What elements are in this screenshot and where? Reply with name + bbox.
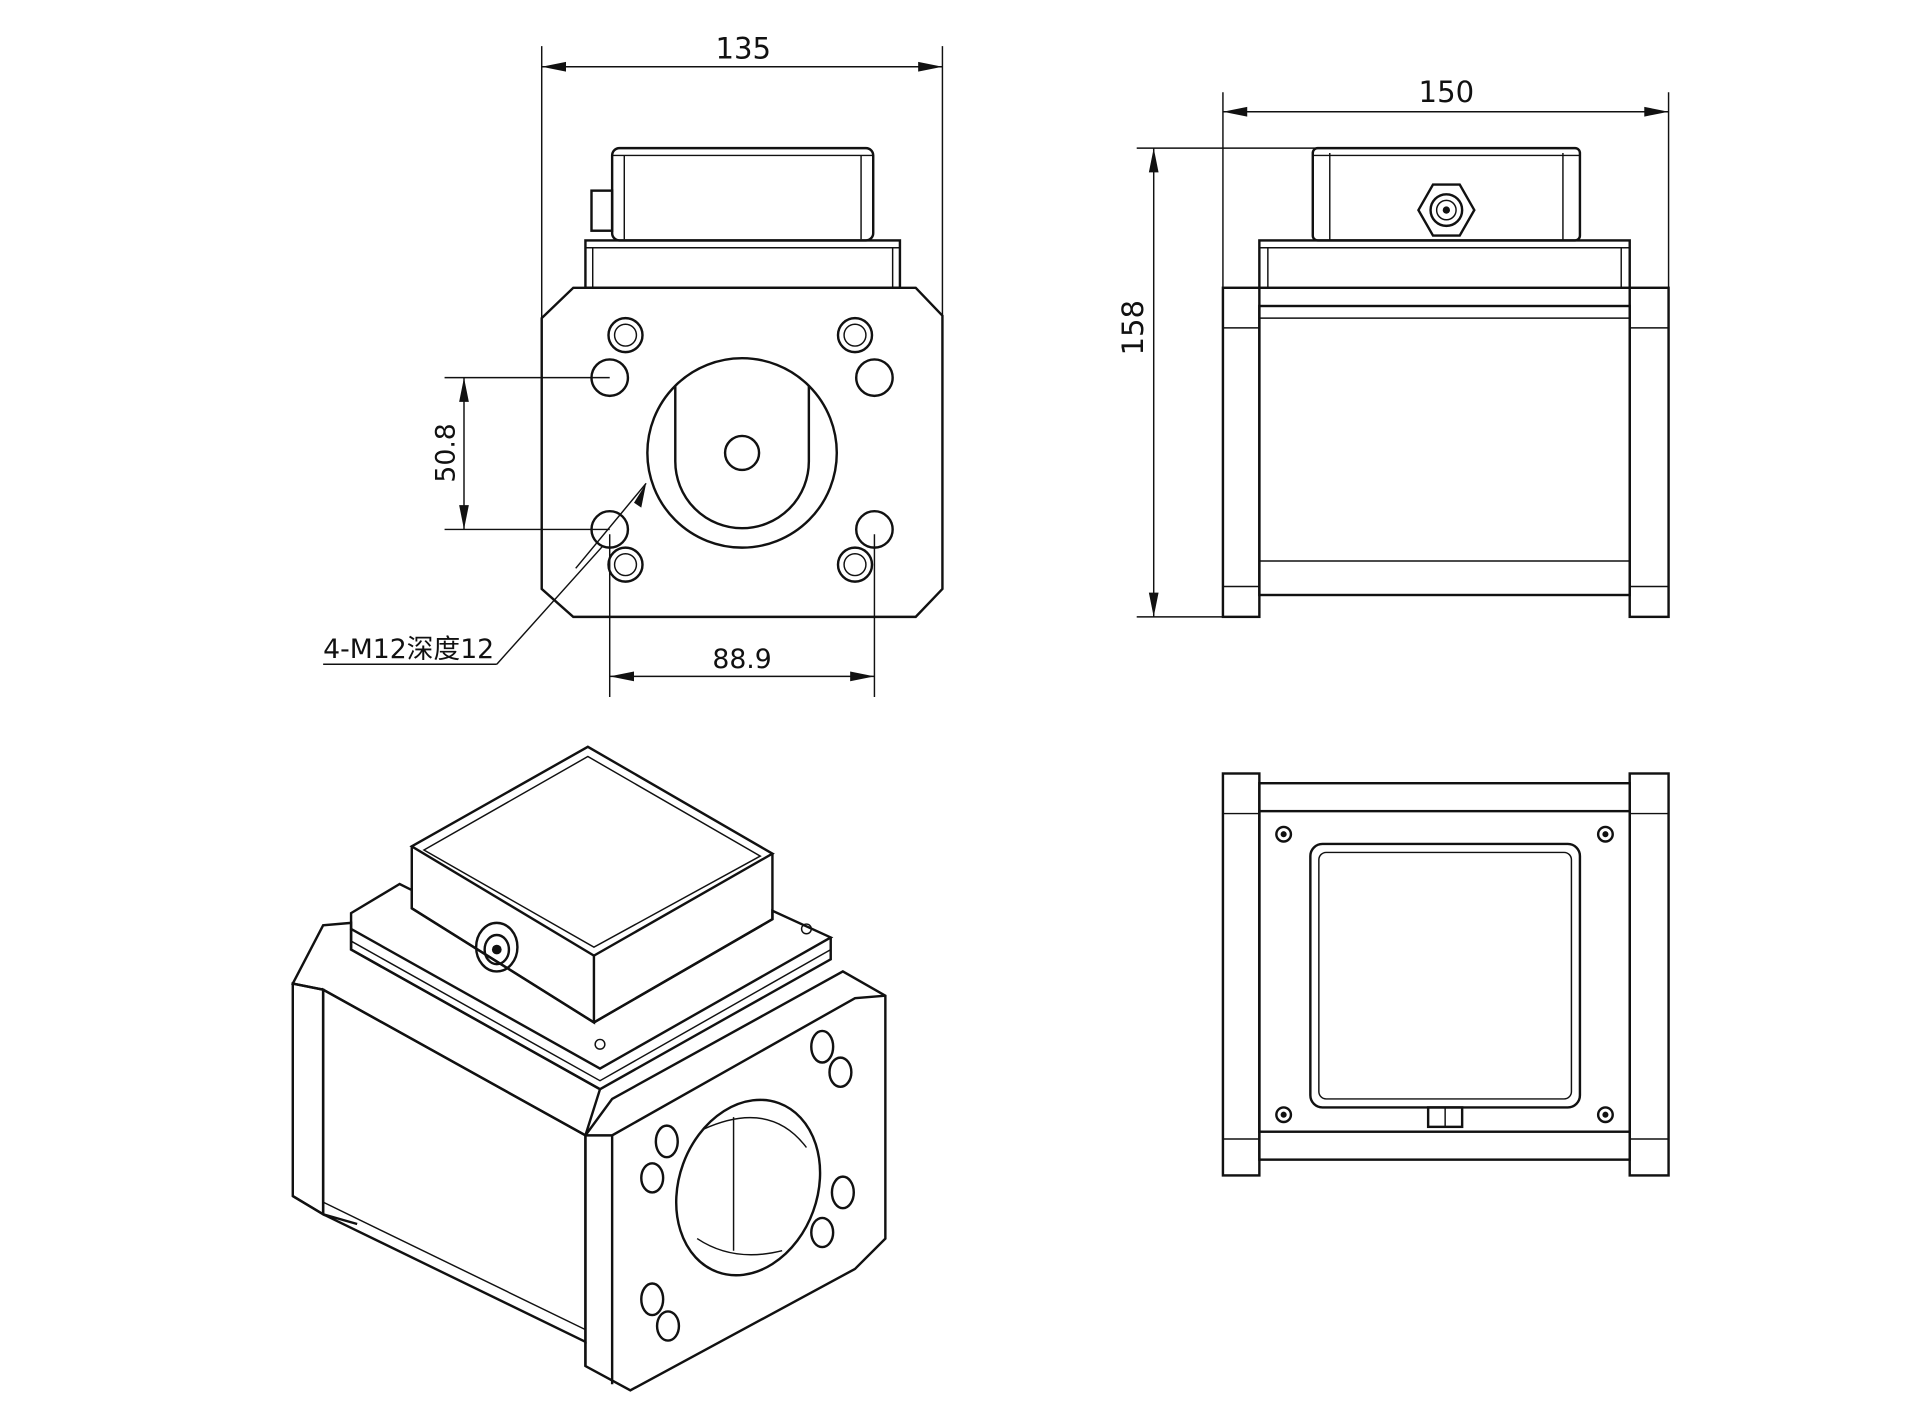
screw-icons [1275,825,1614,1124]
connector-tab [590,189,614,232]
m12-connector-icon [1417,183,1476,237]
body-side [321,987,587,1344]
mounting-plate [540,286,944,619]
dimension-label: 135 [715,31,771,65]
dimension-label: 50.8 [430,423,461,482]
dimension-label: 88.9 [712,644,771,675]
dimension-50-8: 50.8 [430,376,610,531]
dimension-135: 135 [540,31,944,319]
hole-callout: 4-M12深度12 [323,482,647,665]
dimension-158: 158 [1116,147,1317,618]
dimension-label: 150 [1419,75,1475,109]
shaft-center [723,434,761,472]
window [1309,842,1582,1109]
right-rail [1628,286,1670,619]
m12-connector-icon [474,921,519,973]
left-rail [1221,286,1261,619]
side-view: 150 158 [1116,75,1670,619]
end-view [1221,772,1670,1177]
dimension-label: 158 [1116,300,1150,356]
flange [1258,239,1631,289]
end-plate [1258,809,1631,1133]
dimension-88-9: 88.9 [608,534,876,697]
end-plate [584,970,887,1392]
dimension-150: 150 [1222,75,1670,288]
left-rail [1221,772,1261,1177]
body [1258,304,1631,597]
isometric-view [290,745,887,1392]
right-rail [1628,772,1670,1177]
front-view: 135 [323,31,944,697]
flange [349,882,834,1070]
mounting-holes [640,1029,855,1342]
sensor-housing [610,146,875,242]
bore [674,1098,822,1277]
hole-note: 4-M12深度12 [323,634,494,665]
housing-top [409,745,775,958]
bore [646,357,838,549]
